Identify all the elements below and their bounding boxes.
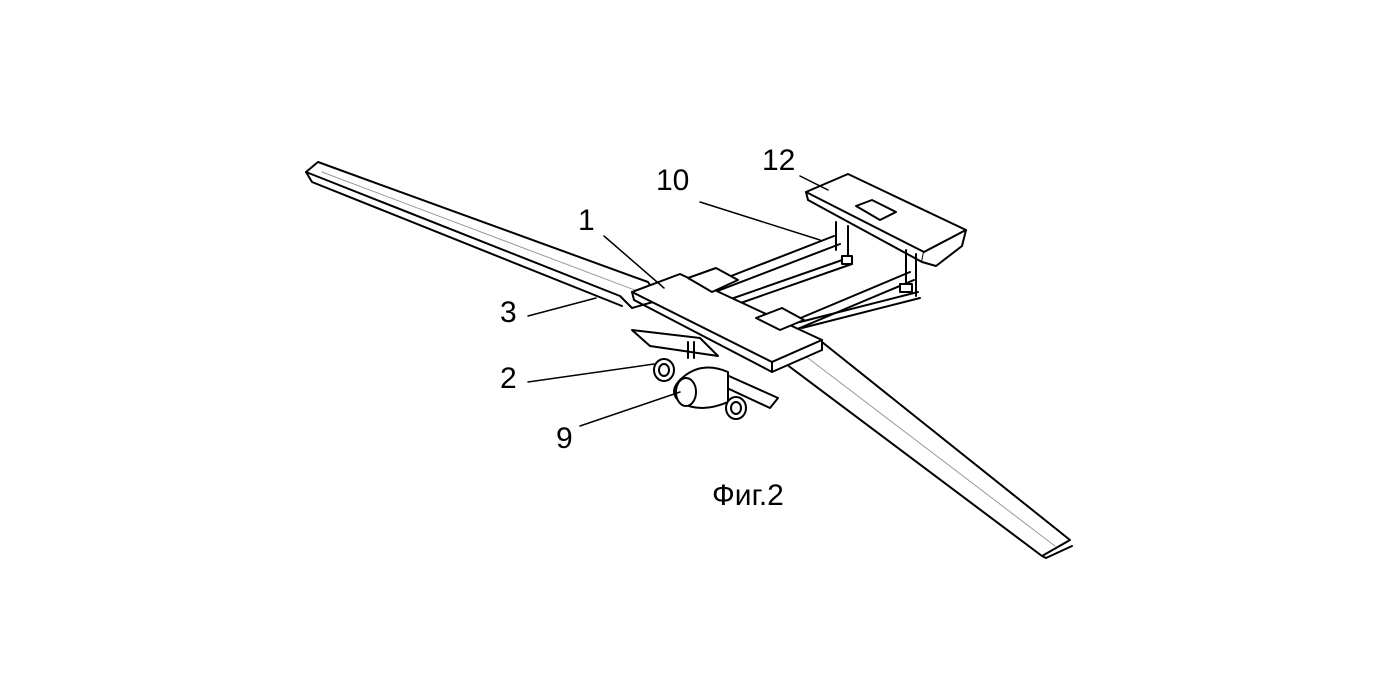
figure-caption: Фиг.2 [712,479,784,512]
reference-labels: 1 3 2 9 10 12 [500,144,795,455]
main-wing-mid-line-left [321,171,641,293]
center-section [631,267,823,373]
label-12: 12 [762,144,795,177]
tail-stabilizer [805,173,967,267]
main-wing-right-lower-edge [1041,545,1073,559]
wheels [653,358,747,420]
main-wing-left-half [305,161,661,309]
main-wing-right-half [769,341,1071,557]
label-10: 10 [656,164,689,197]
center-flap-rear [755,307,805,331]
engine-pod [673,366,729,409]
label-1: 1 [578,204,595,237]
main-wing [305,161,1073,559]
leader-1 [603,235,665,289]
center-flap-front [687,267,739,293]
leader-lines [527,175,829,427]
leader-12 [799,175,829,191]
main-wing-mid-line-right [799,351,1056,547]
boom-rail-lower [731,263,853,307]
label-9: 9 [556,422,573,455]
stabilizer-control-surface [855,199,897,221]
boom-rail [727,257,849,301]
leader-10 [699,201,821,241]
leader-9 [579,391,681,427]
label-3: 3 [500,296,517,329]
leader-2 [527,363,655,383]
label-2: 2 [500,362,517,395]
leader-3 [527,297,597,317]
main-wing-left-lower-edge [305,171,623,307]
